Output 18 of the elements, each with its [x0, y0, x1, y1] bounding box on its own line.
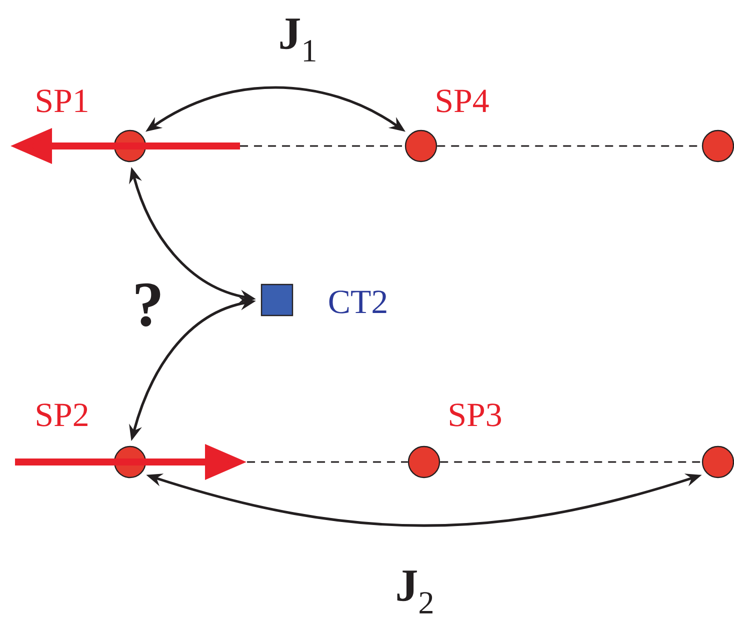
- chain-line: [440, 461, 702, 463]
- edge-label: J$_{2}$: [397, 570, 432, 614]
- spin-site: [702, 130, 734, 162]
- site-label: SP3: [450, 404, 501, 426]
- site-label: SP4: [436, 90, 489, 112]
- ion-square: [260, 284, 294, 316]
- site-label: SP2: [36, 404, 88, 426]
- chain-line: [247, 461, 408, 463]
- spin-site: [408, 446, 440, 478]
- spin-site: [404, 130, 438, 162]
- edge-label: J$_{1}$: [280, 18, 316, 62]
- spin-site: [114, 446, 146, 478]
- site-label: CT2: [329, 290, 386, 314]
- chain-line: [240, 145, 405, 147]
- spin-site: [702, 446, 734, 478]
- spin-site: [114, 130, 146, 162]
- question-mark: ?: [136, 283, 160, 327]
- site-label: SP1: [36, 90, 88, 112]
